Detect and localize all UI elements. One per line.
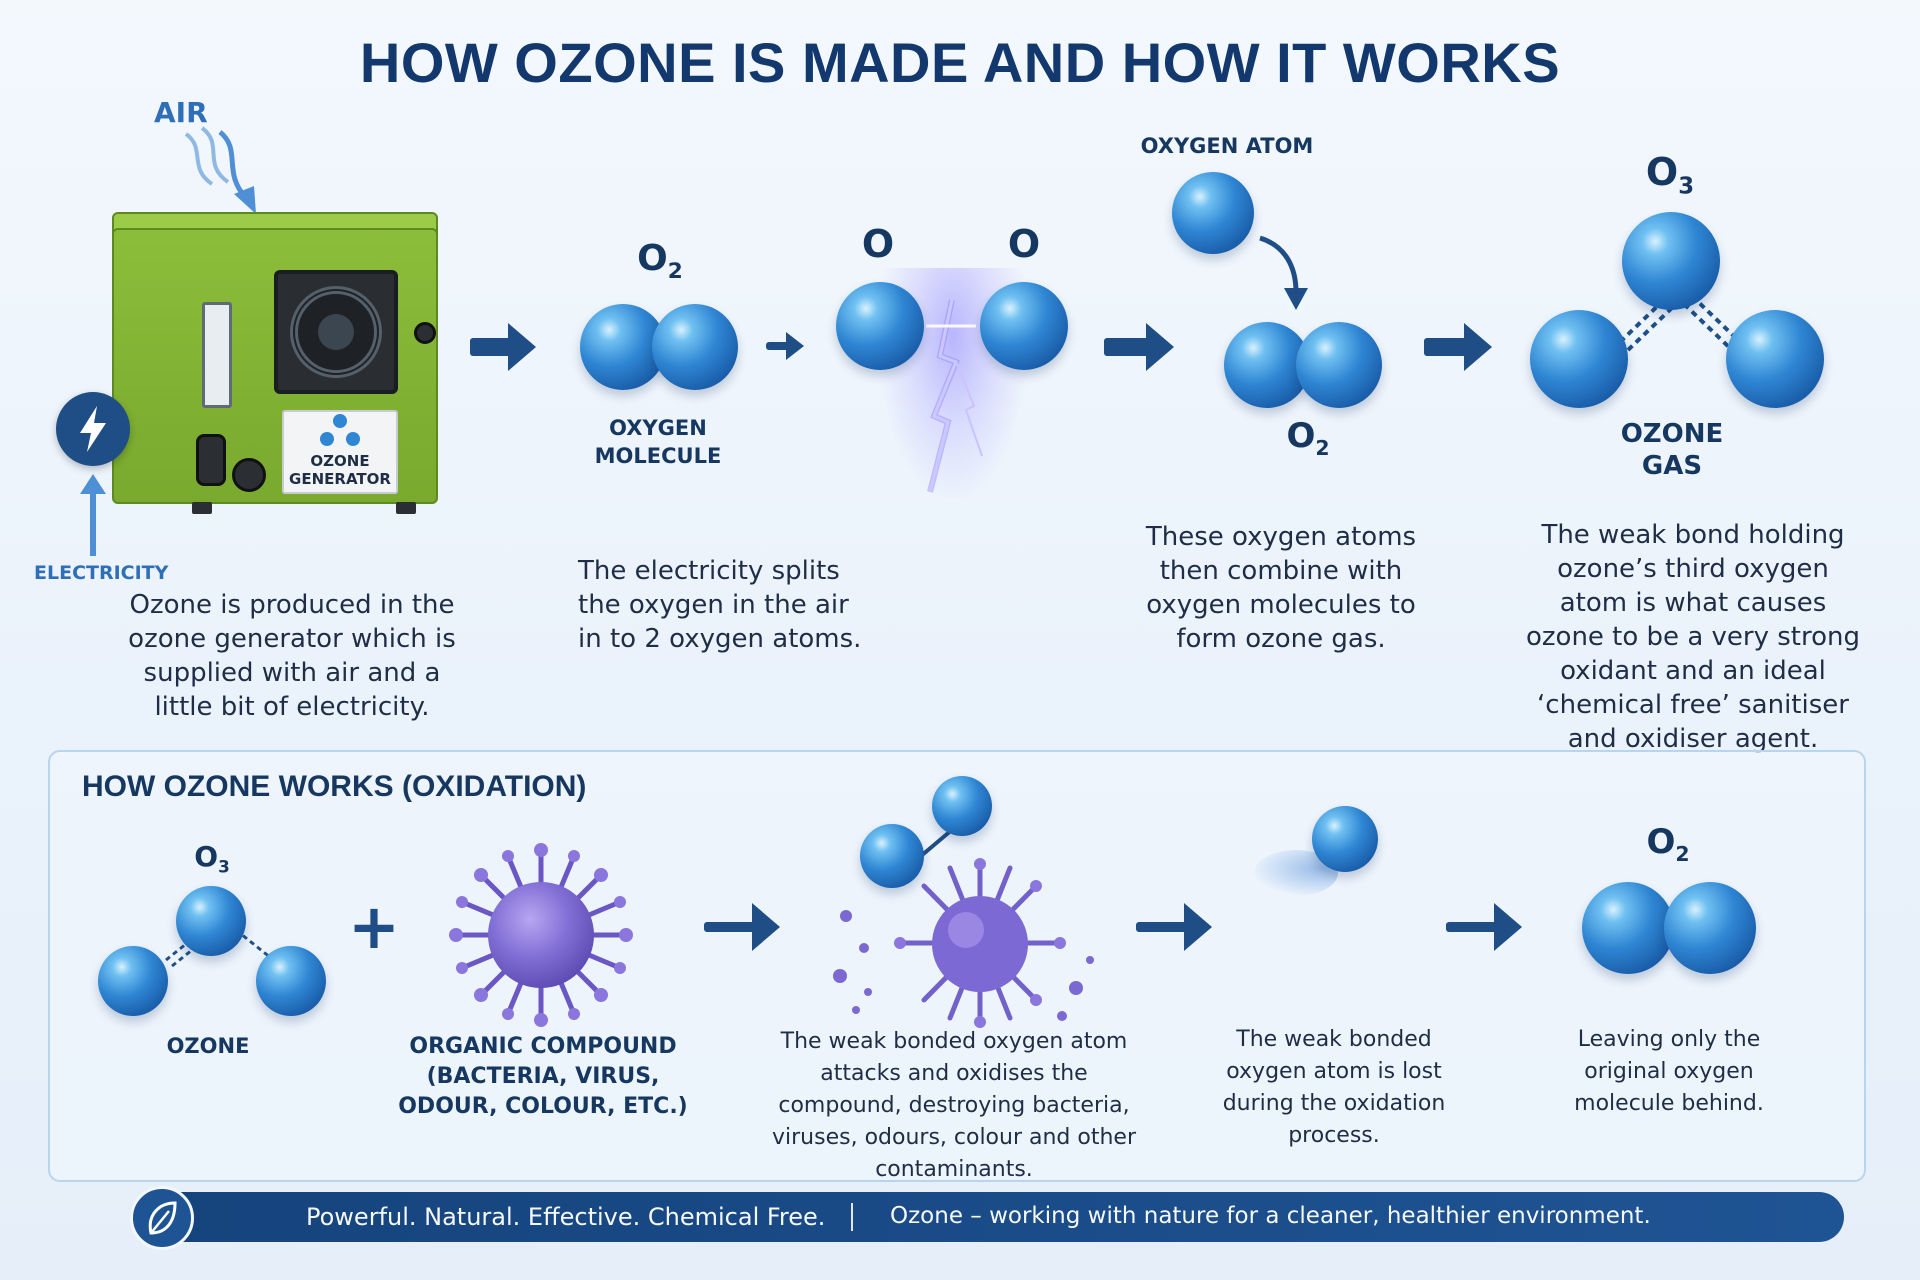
oxidation-title: HOW OZONE WORKS (OXIDATION) xyxy=(82,770,587,803)
oxygen-atom-sphere xyxy=(580,304,666,390)
electricity-arrow-icon xyxy=(80,474,106,556)
combine-arrow-icon xyxy=(1259,235,1308,310)
flowmeter-icon xyxy=(202,302,232,408)
leaf-icon xyxy=(130,1186,194,1250)
split-description: The electricity splits the oxygen in the… xyxy=(578,556,862,654)
electricity-label: ELECTRICITY xyxy=(34,562,169,584)
oxygen-molecule-label: OXYGEN MOLECULE xyxy=(594,416,722,468)
ozone-gas-label: OZONE GAS xyxy=(1620,419,1724,481)
outlet-knob xyxy=(232,458,266,492)
panel-o3-formula: O3 xyxy=(194,840,230,877)
oxygen-atom-sphere xyxy=(1296,322,1382,408)
fan-hub xyxy=(318,314,354,350)
arrow-lost-to-result xyxy=(1446,922,1498,932)
oxygen-atom-sphere xyxy=(1530,310,1628,408)
oxygen-atom-label: OXYGEN ATOM xyxy=(1140,134,1314,158)
electricity-icon xyxy=(56,392,130,466)
generator-foot xyxy=(192,502,212,514)
arrow-generator-to-o2 xyxy=(470,338,512,356)
o2-formula: O2 xyxy=(637,238,683,285)
valve-knob xyxy=(196,434,226,486)
footer-tagline: Powerful. Natural. Effective. Chemical F… xyxy=(306,1203,826,1231)
damaged-virus-icon xyxy=(894,858,1066,1028)
oxygen-atom-sphere xyxy=(1224,322,1310,408)
oxygen-atom-sphere xyxy=(256,946,326,1016)
split-atom-right-label: O xyxy=(1007,222,1041,266)
arrow-attack-to-lost xyxy=(1136,922,1188,932)
oxygen-atom-sphere xyxy=(176,886,246,956)
arrow-combine-to-ozone xyxy=(1424,338,1468,356)
debris-particles xyxy=(833,910,1094,1021)
air-flow-icon xyxy=(184,126,256,214)
oxygen-atom-sphere xyxy=(652,304,738,390)
plus-sign: + xyxy=(348,890,400,963)
oxygen-atom-sphere xyxy=(1172,172,1254,254)
organic-compound-label: ORGANIC COMPOUND (BACTERIA, VIRUS, ODOUR… xyxy=(398,1034,688,1119)
generator-foot xyxy=(396,502,416,514)
virus-icon xyxy=(449,843,633,1027)
lost-description: The weak bonded oxygen atom is lost duri… xyxy=(1222,1027,1446,1148)
arrow-split-to-combine xyxy=(1104,338,1150,356)
panel-ozone-label: OZONE xyxy=(166,1034,250,1058)
attack-description: The weak bonded oxygen atom attacks and … xyxy=(772,1029,1136,1182)
oxygen-atom-sphere xyxy=(980,282,1068,370)
generator-plate-text: OZONE GENERATOR xyxy=(289,452,391,488)
split-atom-left-label: O xyxy=(861,222,895,266)
combine-description: These oxygen atoms then combine with oxy… xyxy=(1145,522,1417,654)
air-label: AIR xyxy=(154,96,208,129)
oxygen-atom-sphere xyxy=(836,282,924,370)
generator-logo-icon xyxy=(316,414,364,450)
combine-o2-formula: O2 xyxy=(1286,416,1330,460)
power-knob xyxy=(414,322,436,344)
oxygen-atom-sphere xyxy=(98,946,168,1016)
footer-divider xyxy=(851,1203,853,1231)
generator-description: Ozone is produced in the ozone generator… xyxy=(128,590,456,722)
oxygen-atom-sphere xyxy=(860,824,924,888)
oxygen-atom-sphere xyxy=(1664,882,1756,974)
lost-oxygen-atom-sphere xyxy=(1312,806,1378,872)
virus-body xyxy=(488,882,594,988)
oxygen-atom-sphere xyxy=(1582,882,1674,974)
arrow-o2-to-split xyxy=(766,342,790,350)
footer-banner xyxy=(134,1192,1844,1242)
ozone-description: The weak bond holding ozone’s third oxyg… xyxy=(1525,520,1860,754)
lightning-bolt-icon xyxy=(926,299,983,493)
result-description: Leaving only the original oxygen molecul… xyxy=(1574,1027,1764,1116)
result-o2-formula: O2 xyxy=(1646,822,1690,866)
oxygen-atom-sphere xyxy=(932,776,992,836)
oxygen-atom-sphere xyxy=(1726,310,1824,408)
oxygen-atom-sphere xyxy=(1622,212,1720,310)
page-title: HOW OZONE IS MADE AND HOW IT WORKS xyxy=(359,31,1561,94)
arrow-compound-to-attack xyxy=(704,922,756,932)
o3-formula: O3 xyxy=(1645,150,1695,200)
footer-statement: Ozone – working with nature for a cleane… xyxy=(890,1203,1651,1229)
